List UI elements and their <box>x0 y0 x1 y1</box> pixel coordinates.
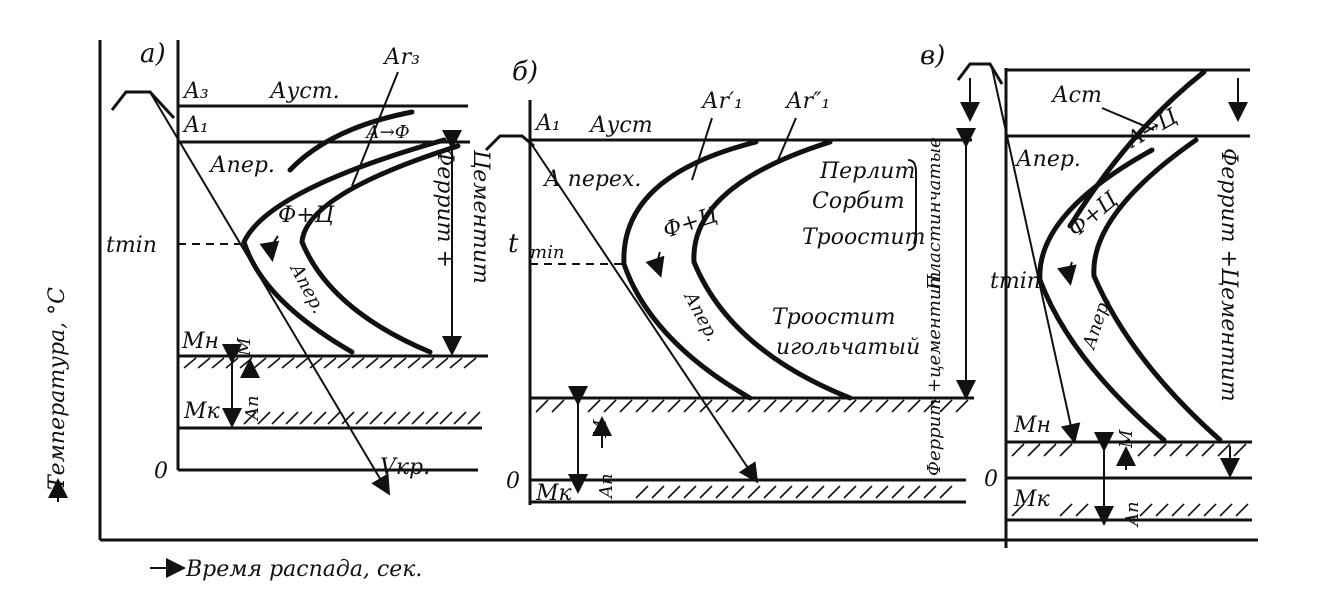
panel-c-zero: 0 <box>984 467 998 492</box>
panel-a-ap: Aп <box>242 395 263 422</box>
panel-a-ar3: Аr₃ <box>382 45 420 70</box>
panel-a-vkr: Vкр. <box>380 455 430 480</box>
panel-b-sorbit: Сорбит <box>812 189 905 214</box>
panel-a-tag: а) <box>140 39 166 69</box>
panel-b-tag: б) <box>512 57 538 87</box>
panel-c-mn-hatch <box>1011 443 1247 457</box>
panel-b-troostit2: Троостит <box>772 305 895 330</box>
x-axis-label: Время распада, сек. <box>185 557 422 582</box>
panel-b-igol: игольчатый <box>776 335 920 360</box>
y-axis-label: Температура, °С <box>45 287 70 490</box>
panel-b-t: t <box>508 229 519 259</box>
panel-a-cementite: Цементит <box>468 149 493 284</box>
panel-a-tmin: tmin <box>106 233 157 258</box>
outer-axes <box>98 40 1258 542</box>
panel-b-f-c: Ф+Ц <box>660 202 722 243</box>
panel-a: а) Vкр. A₃ Ауст. Аr₃ A₁ А→Ф Апер. Ф+Ц Ап… <box>106 39 493 496</box>
panel-a-mn-hatch <box>183 357 477 369</box>
panel-a-ferrite: Феррит + <box>432 148 457 268</box>
panel-c-mn: Mн <box>1013 413 1051 438</box>
panel-b-mk: Mк <box>535 481 573 506</box>
panel-b-m: M <box>590 419 611 439</box>
panel-a-zero: 0 <box>154 459 168 484</box>
panel-c-ap: Aп <box>1122 501 1143 528</box>
panel-a-a1: A₁ <box>182 113 209 138</box>
panel-c-ast: Аст <box>1050 83 1102 108</box>
panel-b-min: min <box>530 242 564 263</box>
panel-b-mk-hatch <box>635 485 953 499</box>
panel-a-aust: Ауст. <box>268 79 340 104</box>
panel-c-fc-side: Феррит +Цементит <box>1216 148 1241 402</box>
panel-b-fc-side: Феррит +цементит <box>924 272 945 476</box>
panel-a-a-to-f: А→Ф <box>364 122 410 143</box>
panel-b-zero: 0 <box>506 469 520 494</box>
panel-b-ap: Aп <box>596 473 617 500</box>
panel-b-aust: Ауст <box>588 113 653 138</box>
panel-b-a1: A₁ <box>534 111 561 136</box>
panel-b-mn-hatch <box>535 399 969 413</box>
panel-b-aper-curve: Апер. <box>679 287 723 346</box>
panel-c-aper-curve: Апер. <box>1078 295 1115 354</box>
panel-c-mk-hatch <box>1011 503 1249 517</box>
panel-a-aper: Апер. <box>208 153 275 178</box>
panel-a-a3: A₃ <box>182 79 209 104</box>
panel-c-m: M <box>1116 429 1137 449</box>
panel-b-a-perekh: А перех. <box>542 167 641 192</box>
panel-a-mk-hatch <box>243 411 481 425</box>
panel-a-m: M <box>234 337 255 357</box>
panel-c-tmin: tmin <box>990 269 1041 294</box>
panel-b-plast: Пластинчатые <box>924 137 945 291</box>
panel-c-aper: Апер. <box>1014 147 1081 172</box>
panel-a-mk: Mк <box>183 399 221 424</box>
panel-c-tag: в) <box>920 41 945 71</box>
panel-b-ar1pp: Аr″₁ <box>784 89 830 114</box>
panel-b: б) A₁ Ауст Аr′₁ Аr″₁ Ф+Ц Апер. А перех. … <box>484 57 976 506</box>
panel-a-f-c: Ф+Ц <box>278 203 335 228</box>
panel-b-ar1p: Аr′₁ <box>700 89 743 114</box>
panel-b-perlit: Перлит <box>819 159 915 184</box>
panel-b-troostit: Троостит <box>802 225 925 250</box>
panel-a-mn: Mн <box>181 329 219 354</box>
panel-c: в) Аст А→Ц Апер. Ф+Ц Апер. tmin Феррит +… <box>920 41 1252 548</box>
